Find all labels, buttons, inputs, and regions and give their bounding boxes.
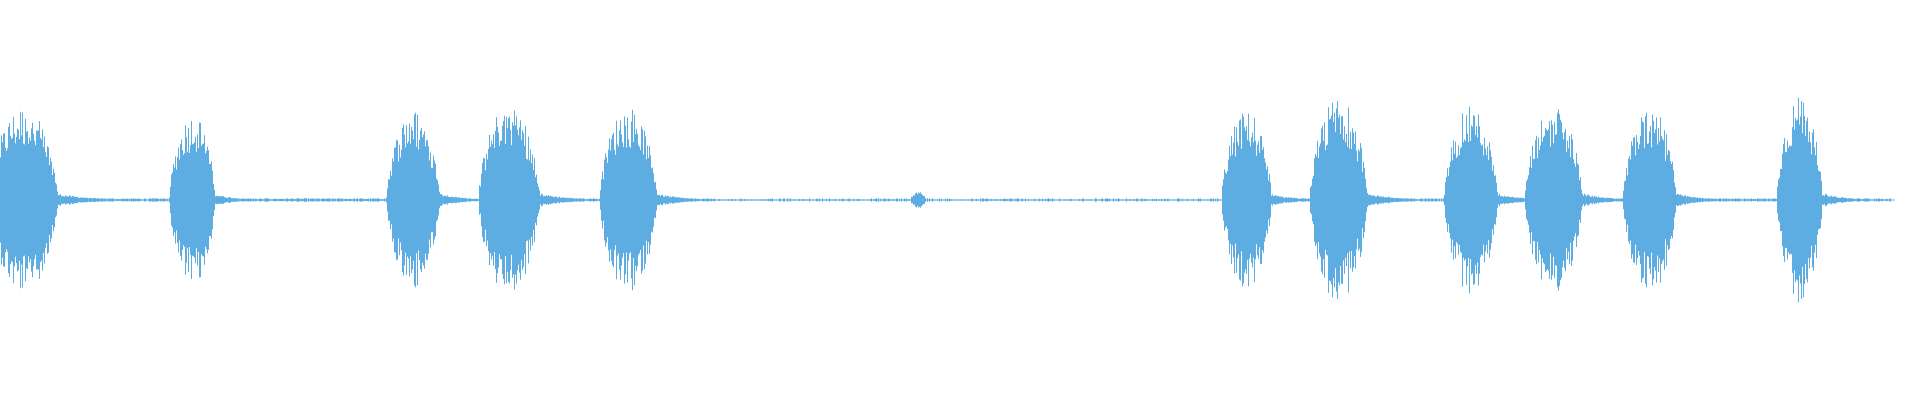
waveform-bars — [0, 97, 1891, 303]
waveform-path — [0, 97, 1891, 303]
